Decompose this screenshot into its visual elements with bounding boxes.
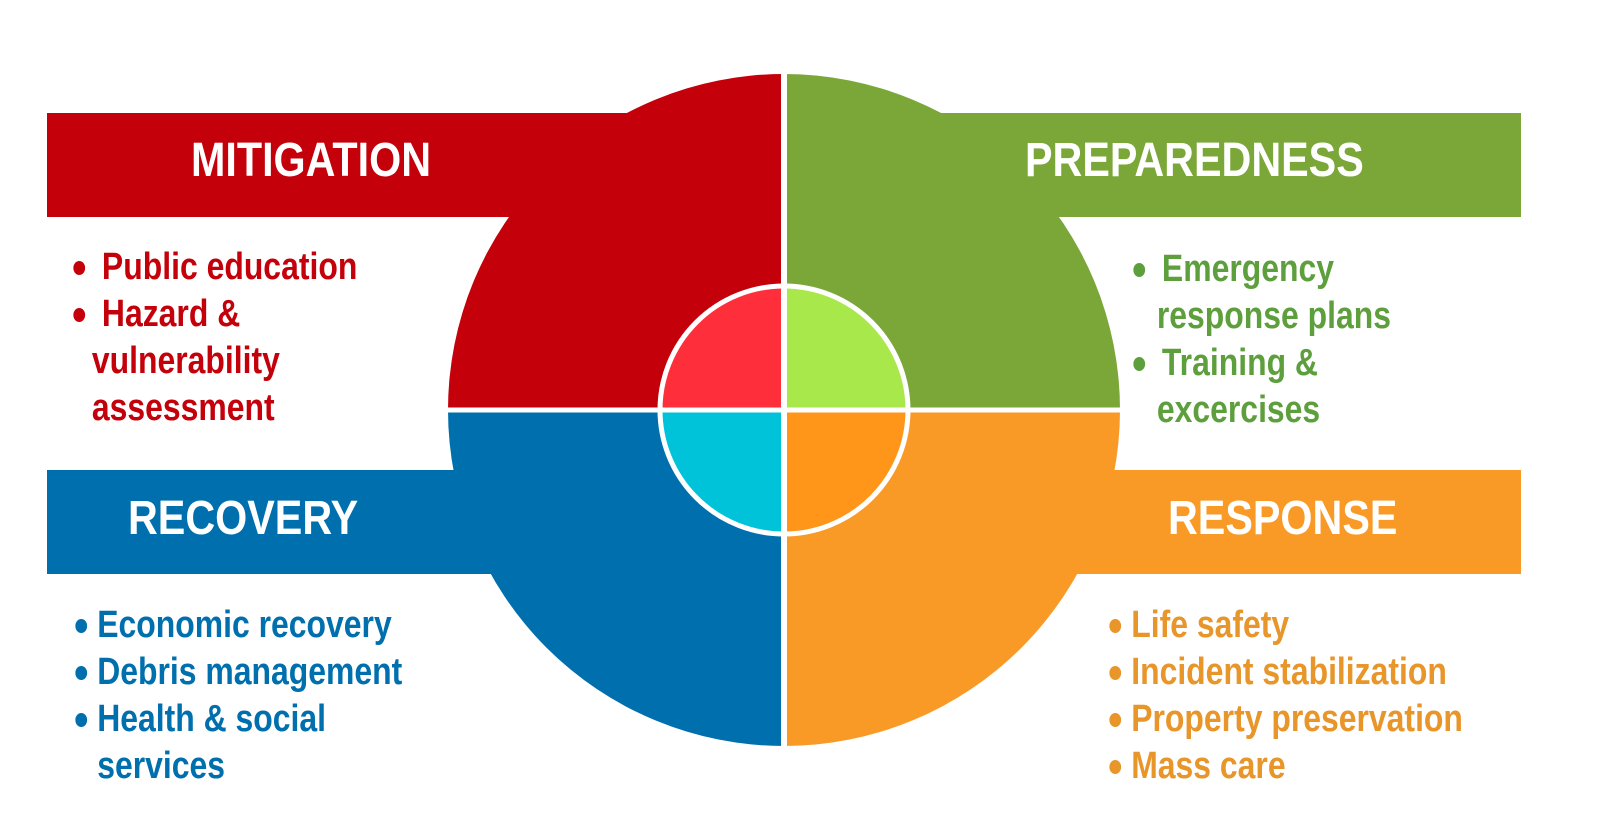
mitigation-title: MITIGATION xyxy=(191,134,432,187)
response-list: Life safety Incident stabilization Prope… xyxy=(1106,602,1463,790)
item-text: excercises xyxy=(1156,389,1321,431)
item-text: Economic recovery xyxy=(97,604,392,646)
recovery-title: RECOVERY xyxy=(128,492,359,545)
list-item: Debris management xyxy=(72,649,402,696)
preparedness-title: PREPAREDNESS xyxy=(1025,134,1364,187)
item-text: vulnerability xyxy=(91,340,280,382)
item-text: Life safety xyxy=(1131,604,1290,646)
recovery-list: Economic recovery Debris management Heal… xyxy=(72,602,402,790)
inner-recovery xyxy=(660,410,784,534)
item-text: services xyxy=(97,745,226,787)
item-text: Property preservation xyxy=(1131,698,1463,740)
item-text: Hazard & xyxy=(101,293,241,335)
bullet-icon xyxy=(73,261,86,275)
bullet-icon xyxy=(1133,263,1146,277)
bullet-icon xyxy=(75,713,88,727)
item-text: response plans xyxy=(1156,295,1392,337)
item-text: Debris management xyxy=(97,651,403,693)
inner-preparedness xyxy=(784,286,908,410)
list-item: Hazard & vulnerability assessment xyxy=(70,291,357,432)
list-item: Incident stabilization xyxy=(1106,649,1463,696)
bullet-icon xyxy=(1109,619,1122,633)
preparedness-list: Emergency response plans Training & exce… xyxy=(1130,246,1391,434)
item-text: Incident stabilization xyxy=(1131,651,1447,693)
bullet-icon xyxy=(1133,357,1146,371)
inner-response xyxy=(784,410,908,534)
list-item: Training & excercises xyxy=(1130,340,1391,434)
bullet-icon xyxy=(1109,666,1122,680)
bullet-icon xyxy=(1109,713,1122,727)
bullet-icon xyxy=(75,666,88,680)
inner-mitigation xyxy=(660,286,784,410)
list-item: Emergency response plans xyxy=(1130,246,1391,340)
item-text: Emergency xyxy=(1161,248,1335,290)
item-text: Mass care xyxy=(1131,745,1286,787)
response-title: RESPONSE xyxy=(1168,492,1398,545)
item-text: Health & social xyxy=(97,698,327,740)
bullet-icon xyxy=(75,619,88,633)
item-text: Public education xyxy=(101,246,358,288)
list-item: Life safety xyxy=(1106,602,1463,649)
bullet-icon xyxy=(73,308,86,322)
list-item: Public education xyxy=(70,244,357,291)
list-item: Health & social services xyxy=(72,696,402,790)
bullet-icon xyxy=(1109,760,1122,774)
list-item: Property preservation xyxy=(1106,696,1463,743)
list-item: Economic recovery xyxy=(72,602,402,649)
item-text: Training & xyxy=(1161,342,1318,384)
mitigation-list: Public education Hazard & vulnerability … xyxy=(70,244,357,432)
item-text: assessment xyxy=(91,387,275,429)
list-item: Mass care xyxy=(1106,743,1463,790)
